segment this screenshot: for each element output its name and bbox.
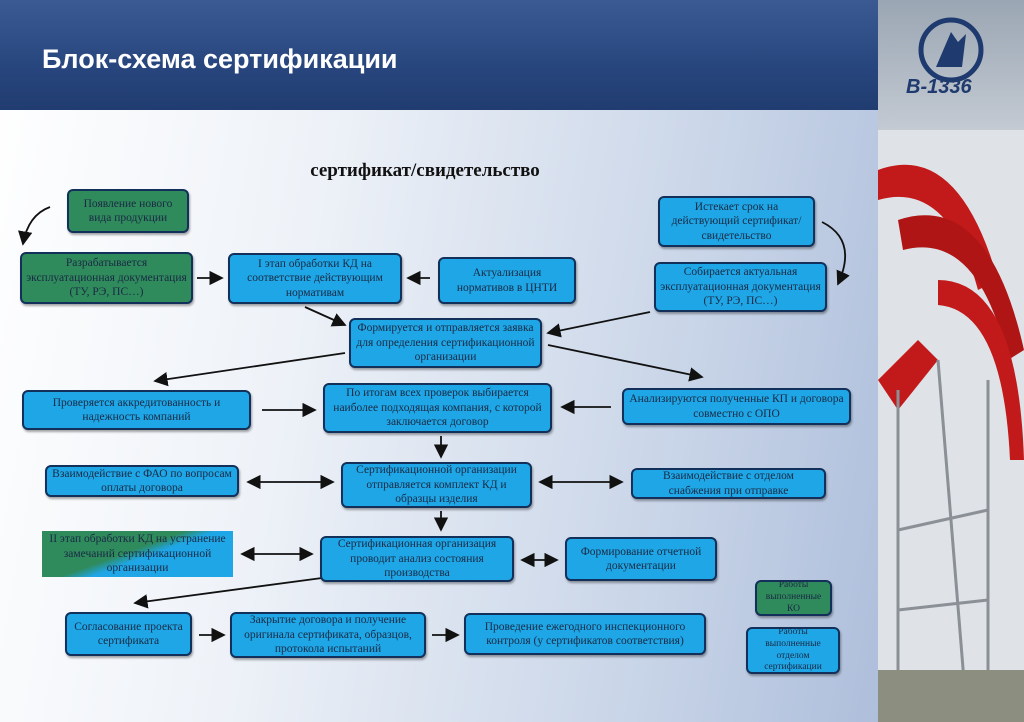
pump-jack-image [878,130,1024,722]
diagram-subtitle: сертификат/свидетельство [310,160,540,181]
box-expires: Истекает срок на действующий сертификат/… [658,196,815,247]
logo-text: В-1336 [906,76,972,98]
box-new-product: Появление нового вида продукции [67,189,189,233]
box-inspection: Проведение ежегодного инспекционного кон… [464,613,706,655]
box-develop-docs: Разрабатывается эксплуатационная докумен… [20,252,193,304]
flow-arrows [18,206,850,643]
box-approval: Согласование проекта сертификата [65,612,192,656]
box-production-analysis: Сертификационная организация проводит ан… [320,536,514,582]
box-fao: Взаимодействие с ФАО по вопросам оплаты … [45,465,239,497]
box-stage2: II этап обработки КД на устранение замеч… [42,531,233,577]
box-check-accreditation: Проверяется аккредитованность и надежнос… [22,390,251,430]
box-reporting: Формирование отчетной документации [565,537,717,581]
side-image-panel: В-1336 [878,0,1024,722]
header-bar: Блок-схема сертификации [0,0,878,110]
logo-icon [918,17,984,83]
legend-ko: Работы выполненные КО [755,580,832,616]
box-application: Формируется и отправляется заявка для оп… [349,318,542,368]
box-supply: Взаимодействие с отделом снабжения при о… [631,468,826,499]
box-analyze-kp: Анализируются полученные КП и договора с… [622,388,851,425]
box-closing: Закрытие договора и получение оригинала … [230,612,426,658]
box-send-kd: Сертификационной организации отправляетс… [341,462,532,508]
box-actualization: Актуализация нормативов в ЦНТИ [438,257,576,304]
legend-cert-dept: Работы выполненные отделом сертификации [746,627,840,674]
box-stage1: I этап обработки КД на соответствие дейс… [228,253,402,304]
box-collect-docs: Собирается актуальная эксплуатационная д… [654,262,827,312]
box-select-company: По итогам всех проверок выбирается наибо… [323,383,552,433]
page-title: Блок-схема сертификации [42,44,398,74]
